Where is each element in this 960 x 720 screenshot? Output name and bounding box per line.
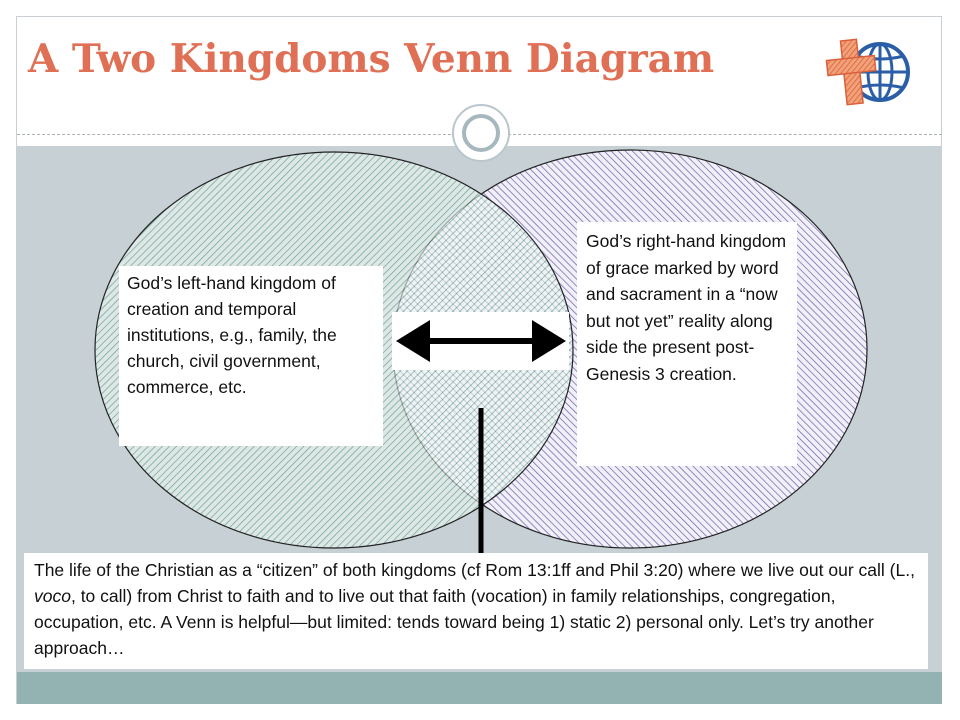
slide-title: A Two Kingdoms Venn Diagram [28,36,715,82]
right-kingdom-description: God’s right-hand kingdom of grace marked… [577,222,797,466]
left-kingdom-description: God’s left-hand kingdom of creation and … [119,266,383,446]
cross-globe-logo-icon [825,38,910,106]
footer-bar [17,672,942,704]
ring-ornament-icon [452,104,510,162]
christian-life-description: The life of the Christian as a “citizen”… [24,553,928,669]
